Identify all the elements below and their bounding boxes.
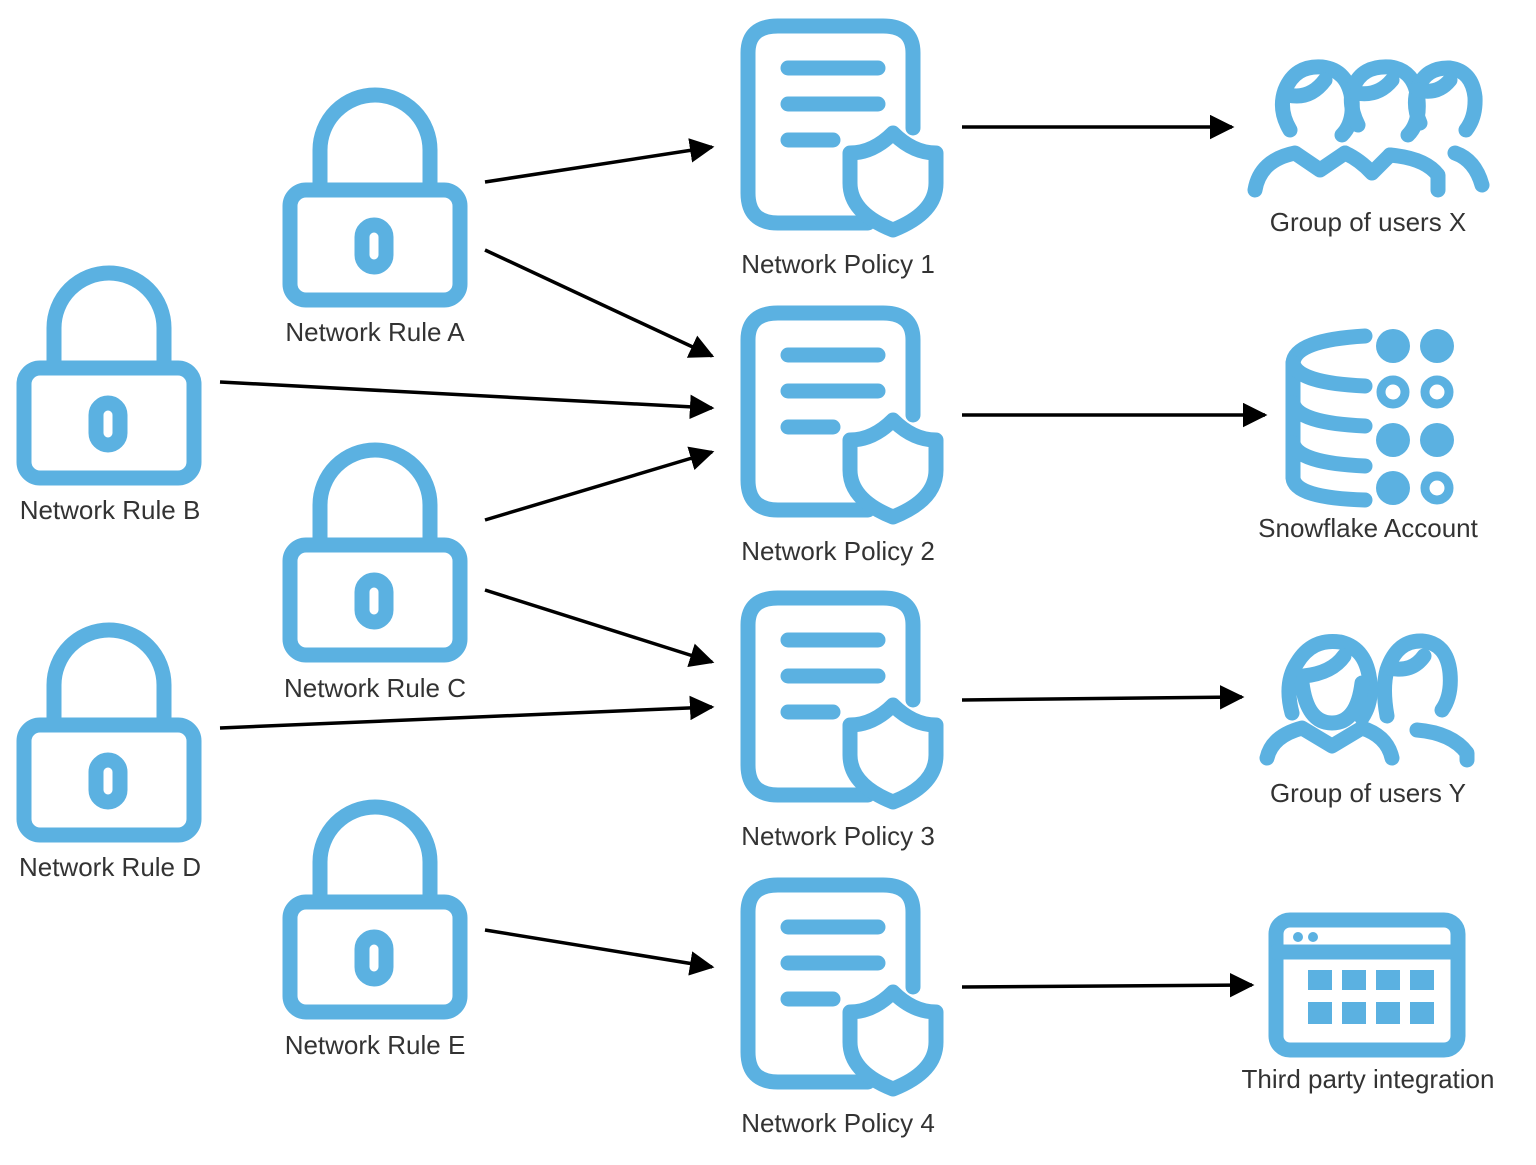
edge-policy-3-users-y	[961, 684, 1245, 710]
target-label: Group of users Y	[1270, 778, 1466, 808]
target-node-third-party[interactable]: Third party integration	[1242, 920, 1495, 1094]
lock-icon	[290, 95, 460, 300]
rule-node-d[interactable]: Network Rule D	[19, 630, 201, 882]
edges	[219, 114, 1268, 998]
rule-node-e[interactable]: Network Rule E	[285, 807, 466, 1060]
target-node-users-y[interactable]: Group of users Y	[1267, 641, 1467, 808]
users-pair-icon	[1267, 641, 1467, 760]
target-node-users-x[interactable]: Group of users X	[1255, 67, 1482, 237]
edge-rule-b-policy-2	[219, 380, 715, 420]
database-icon	[1293, 329, 1454, 505]
policy-node-2[interactable]: Network Policy 2	[741, 313, 936, 566]
lock-icon	[290, 450, 460, 655]
rule-label: Network Rule A	[285, 317, 465, 347]
policy-node-1[interactable]: Network Policy 1	[741, 26, 936, 279]
target-label: Third party integration	[1242, 1064, 1495, 1094]
policy-label: Network Policy 1	[741, 249, 935, 279]
policy-document-shield-icon	[748, 313, 936, 517]
target-node-snowflake-account[interactable]: Snowflake Account	[1258, 329, 1479, 543]
edge-rule-c-policy-3	[484, 588, 715, 668]
rule-node-b[interactable]: Network Rule B	[20, 273, 201, 525]
lock-icon	[290, 807, 460, 1012]
policy-document-shield-icon	[748, 26, 936, 230]
policy-node-4[interactable]: Network Policy 4	[741, 885, 936, 1138]
rule-label: Network Rule C	[284, 673, 466, 703]
target-label: Snowflake Account	[1258, 513, 1478, 543]
policy-label: Network Policy 3	[741, 821, 935, 851]
rule-label: Network Rule E	[285, 1030, 466, 1060]
rule-label: Network Rule D	[19, 852, 201, 882]
rule-node-c[interactable]: Network Rule C	[284, 450, 466, 703]
edge-policy-4-third-party	[961, 972, 1255, 998]
policy-document-shield-icon	[748, 598, 936, 802]
edge-rule-e-policy-4	[484, 928, 715, 976]
lock-icon	[24, 630, 194, 835]
edge-rule-a-policy-1	[484, 138, 715, 184]
rule-label: Network Rule B	[20, 495, 201, 525]
rule-node-a[interactable]: Network Rule A	[285, 95, 465, 347]
lock-icon	[24, 273, 194, 478]
policy-document-shield-icon	[748, 885, 936, 1089]
edge-rule-d-policy-3	[219, 695, 715, 730]
policy-node-3[interactable]: Network Policy 3	[741, 598, 936, 851]
app-window-icon	[1276, 920, 1458, 1050]
edge-rule-c-policy-2	[484, 446, 715, 522]
policy-label: Network Policy 2	[741, 536, 935, 566]
target-label: Group of users X	[1270, 207, 1467, 237]
policy-label: Network Policy 4	[741, 1108, 935, 1138]
edge-rule-a-policy-2	[484, 248, 715, 358]
users-group-icon	[1255, 67, 1482, 190]
